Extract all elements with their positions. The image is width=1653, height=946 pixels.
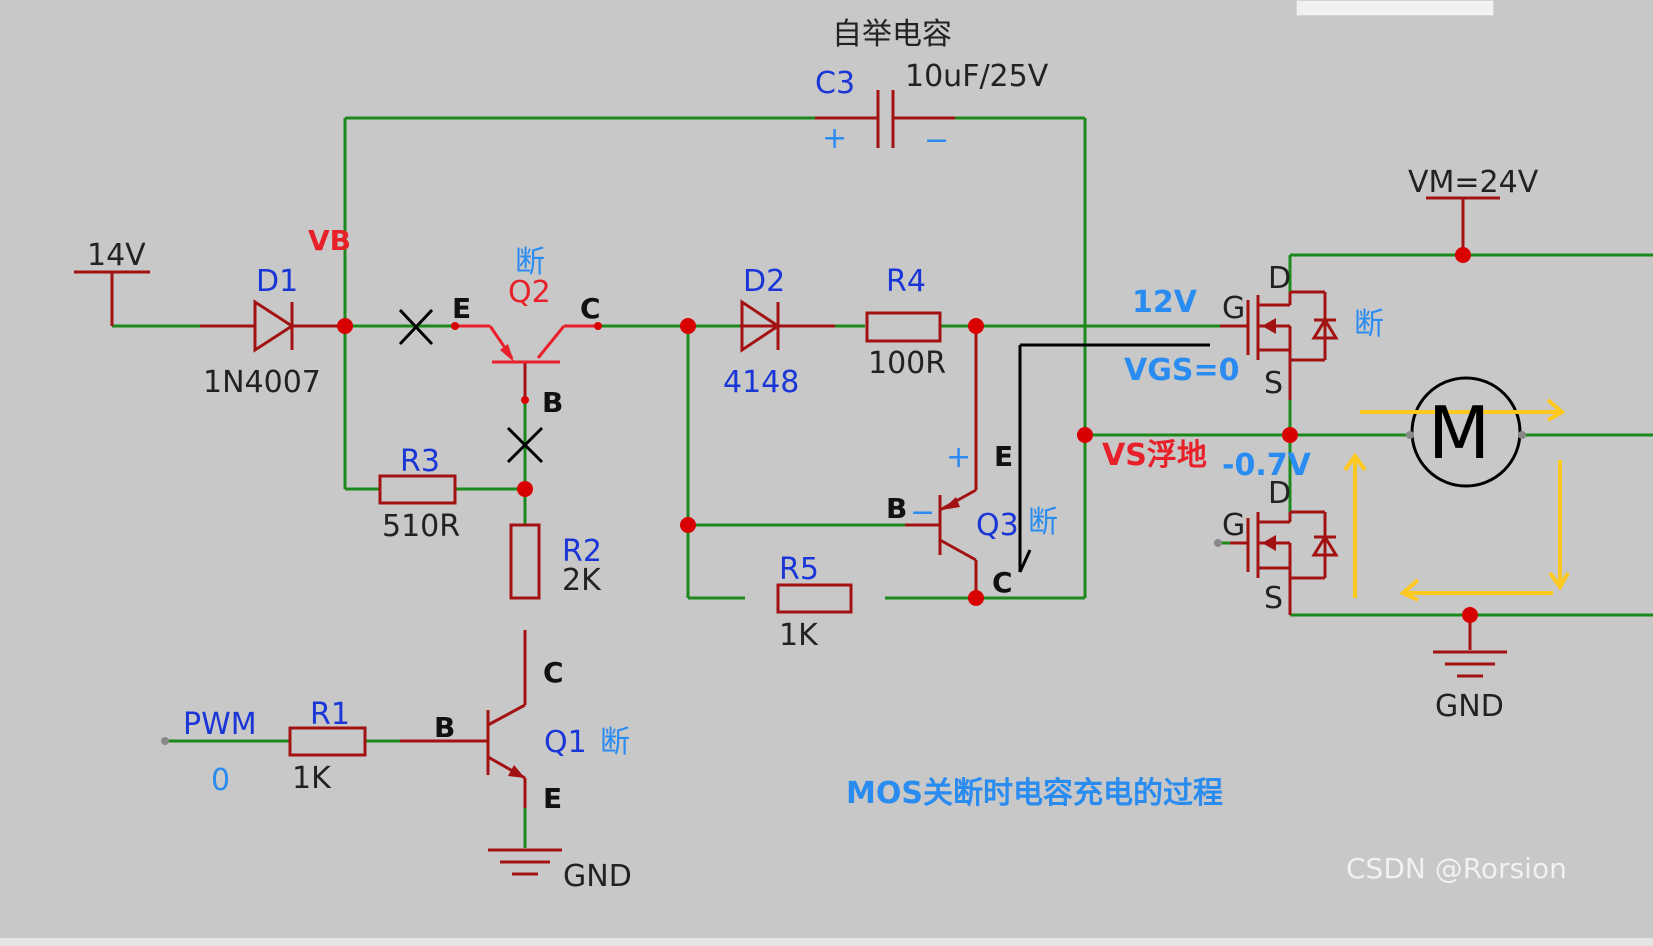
r3-value: 510R [382, 509, 460, 544]
vs-value: -0.7V [1222, 448, 1312, 483]
d2-ref: D2 [743, 264, 785, 299]
caption: MOS关断时电容充电的过程 [846, 776, 1223, 811]
r5-value: 1K [779, 618, 819, 653]
vs-label: VS浮地 [1102, 438, 1207, 473]
vgs-indicator [1018, 343, 1210, 573]
current-path-arrows [1343, 398, 1570, 602]
r1-ref: R1 [310, 697, 350, 732]
r5-ref: R5 [779, 552, 819, 587]
d1-value: 1N4007 [203, 365, 321, 400]
q2-state: 断 [515, 245, 545, 280]
vgs-label: VGS=0 [1124, 353, 1239, 388]
supply-14v [74, 270, 150, 326]
q3-plus: + [946, 440, 971, 475]
mos-high-pin-g: G [1222, 291, 1245, 326]
mos-low-pin-d: D [1268, 476, 1291, 511]
q1-pin-e: E [543, 782, 562, 815]
junction-nodes [161, 247, 1526, 745]
q1-state: 断 [600, 725, 630, 760]
vb-label: VB [308, 224, 351, 257]
q3-pin-b: B [886, 492, 907, 525]
c3-ref: C3 [815, 66, 855, 101]
c3-value: 10uF/25V [905, 59, 1049, 94]
resistor-r4 [865, 311, 942, 343]
d2-value: 4148 [723, 365, 799, 400]
mos-high-state: 断 [1354, 307, 1384, 342]
ground-motor [1433, 615, 1507, 678]
q3-minus: − [910, 495, 935, 530]
mos-low-pin-s: S [1264, 581, 1283, 616]
transistor-q1 [486, 672, 527, 808]
component-leads [200, 324, 978, 743]
diode-d1 [253, 299, 295, 353]
open-mark-q2-emitter [398, 308, 434, 346]
c3-minus: − [924, 123, 949, 158]
mosfet-high [1220, 290, 1339, 400]
mosfet-low [1230, 510, 1339, 615]
q3-state: 断 [1028, 505, 1058, 540]
mos-high-pin-s: S [1264, 366, 1283, 401]
diode-d2 [740, 299, 781, 353]
supply-vm [1426, 196, 1500, 255]
r4-value: 100R [868, 346, 946, 381]
q3-ref: Q3 [976, 508, 1019, 543]
gnd-motor-label: GND [1435, 689, 1504, 724]
resistor-r1 [288, 726, 367, 757]
vm-label: VM=24V [1408, 165, 1539, 200]
r1-value: 1K [292, 761, 332, 796]
gate-voltage-label: 12V [1132, 285, 1198, 320]
mos-low-pin-g: G [1222, 508, 1245, 543]
q2-pin-c: C [580, 292, 601, 325]
capacitor-c3 [815, 90, 955, 148]
r2-value: 2K [562, 563, 602, 598]
q2-pin-b: B [542, 386, 563, 419]
transistor-q2 [455, 324, 598, 364]
bottom-scrollbar[interactable] [0, 938, 1653, 946]
pwm-value: 0 [211, 763, 230, 798]
q2-pin-e: E [452, 292, 471, 325]
pwm-label: PWM [183, 707, 257, 742]
q3-pin-c: C [992, 566, 1013, 599]
r4-ref: R4 [886, 264, 926, 299]
mos-high-pin-d: D [1268, 261, 1291, 296]
transistor-q3 [938, 488, 977, 562]
q3-pin-e: E [994, 440, 1013, 473]
q1-pin-b: B [434, 711, 455, 744]
motor-label: M [1428, 391, 1490, 475]
resistor-r3 [378, 474, 457, 505]
diagram-title: 自举电容 [832, 17, 952, 52]
supply-14v-label: 14V [87, 238, 146, 273]
c3-plus: + [822, 121, 847, 156]
q2-ref: Q2 [508, 275, 551, 310]
r2-ref: R2 [562, 534, 602, 569]
watermark: CSDN @Rorsion [1346, 852, 1567, 885]
window-fragment [1296, 0, 1494, 16]
resistor-r2 [509, 523, 541, 600]
open-mark-q2-base [506, 426, 544, 464]
q1-pin-c: C [543, 656, 564, 689]
ground-q1 [488, 848, 562, 876]
resistor-r5 [776, 583, 853, 614]
d1-ref: D1 [256, 264, 298, 299]
q1-ref: Q1 [544, 725, 587, 760]
r3-ref: R3 [400, 444, 440, 479]
gnd-q1-label: GND [563, 859, 632, 894]
